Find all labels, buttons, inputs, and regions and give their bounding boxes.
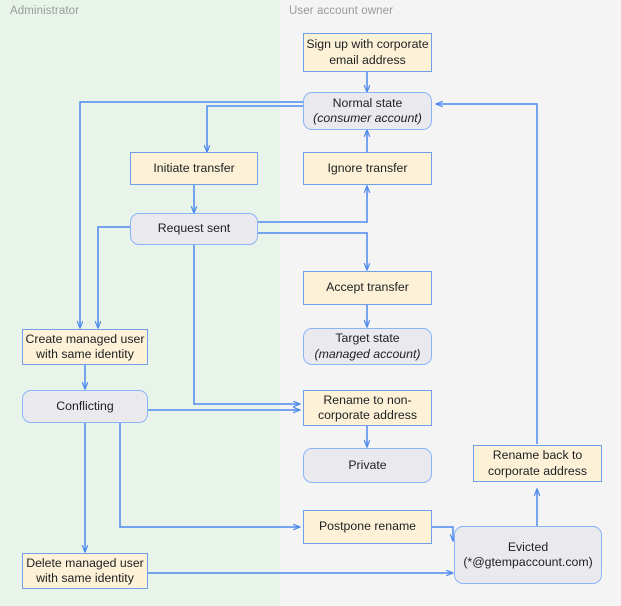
edge-postpone-to-evicted [432, 526, 457, 542]
node-label: Initiate transfer [153, 160, 235, 175]
node-label: Evicted [507, 539, 549, 554]
node-sublabel: (consumer account) [313, 111, 422, 125]
node-request-sent[interactable]: Request sent [130, 213, 258, 245]
edge-request-to-rename [193, 243, 301, 408]
node-evicted[interactable]: Evicted (*@gtempaccount.com) [454, 526, 602, 584]
node-label: Ignore transfer [327, 160, 408, 175]
edge-request-to-accept [258, 232, 371, 271]
node-accept-transfer[interactable]: Accept transfer [303, 271, 432, 305]
node-label: Delete managed user with same identity [26, 555, 144, 585]
node-target-state[interactable]: Target state (managed account) [303, 328, 432, 365]
node-private[interactable]: Private [303, 448, 432, 483]
node-label: Request sent [157, 221, 231, 236]
node-rename-to-noncorporate[interactable]: Rename to non-corporate address [303, 390, 432, 426]
node-sign-up[interactable]: Sign up with corporate email address [303, 33, 432, 72]
node-label: Accept transfer [326, 280, 409, 295]
node-label: Target state [335, 331, 400, 346]
node-label: Create managed user with same identity [25, 331, 145, 361]
swimlane-administrator [0, 0, 280, 606]
edge-renameback-to-normal [435, 100, 538, 444]
node-initiate-transfer[interactable]: Initiate transfer [130, 152, 258, 185]
node-normal-state[interactable]: Normal state (consumer account) [303, 92, 432, 130]
node-ignore-transfer[interactable]: Ignore transfer [303, 152, 432, 185]
node-sublabel: (managed account) [314, 346, 421, 361]
swimlane-label-user-account-owner: User account owner [289, 5, 394, 17]
edge-normal-to-create [76, 101, 303, 329]
node-label: Postpone rename [318, 519, 417, 534]
node-conflicting[interactable]: Conflicting [22, 390, 148, 423]
edge-request-to-ignore [258, 185, 371, 223]
node-create-managed-user[interactable]: Create managed user with same identity [22, 329, 148, 365]
node-label: Rename to non-corporate address [317, 392, 418, 422]
node-label: Normal state [332, 95, 403, 110]
swimlane-label-administrator: Administrator [10, 5, 80, 17]
node-label: Private [348, 457, 387, 472]
node-label: Conflicting [56, 398, 114, 413]
node-label: Rename back to corporate address [487, 448, 588, 478]
edge-request-to-create [94, 226, 130, 329]
node-sublabel: (*@gtempaccount.com) [463, 555, 593, 569]
edge-conflicting-to-postpone [119, 423, 301, 531]
node-postpone-rename[interactable]: Postpone rename [303, 510, 432, 544]
node-label: Sign up with corporate email address [306, 37, 429, 67]
node-delete-managed-user[interactable]: Delete managed user with same identity [22, 553, 148, 589]
edge-normal-to-initiate [203, 105, 303, 153]
node-rename-back[interactable]: Rename back to corporate address [473, 445, 602, 482]
